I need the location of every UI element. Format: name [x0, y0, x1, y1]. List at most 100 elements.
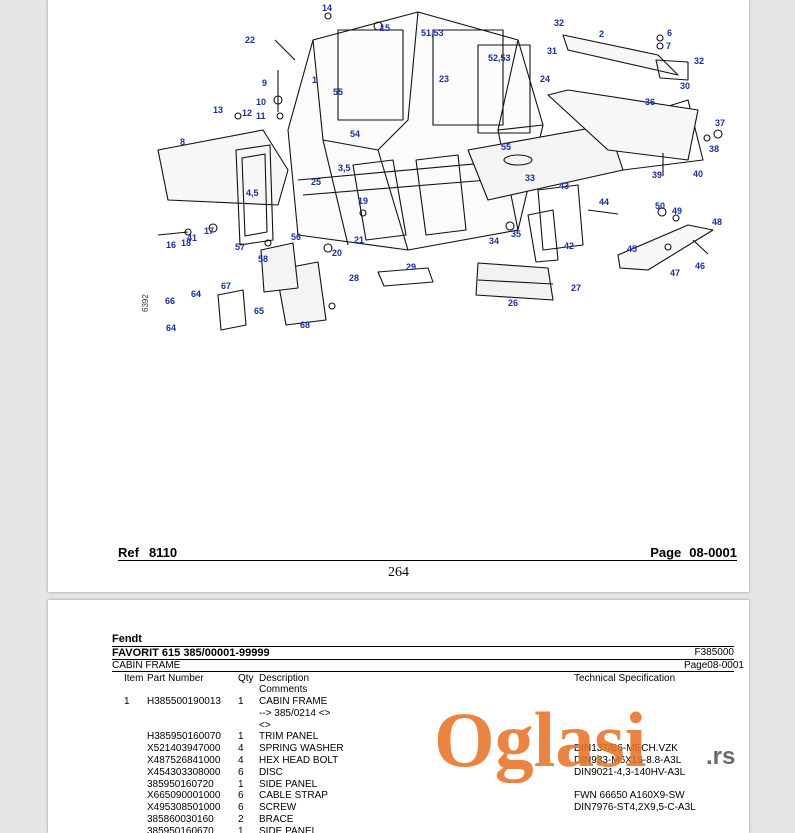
catalog-page-parts-list: Fendt FAVORIT 615 385/00001-99999 F38500…	[48, 600, 749, 833]
cell-qty: 1	[238, 826, 244, 833]
header-divider	[112, 671, 734, 672]
callout-label: 68	[300, 320, 311, 330]
callout-label: 36	[645, 97, 656, 107]
callout-label: 67	[221, 281, 232, 291]
page-label-text: Page	[650, 545, 682, 560]
cell-item: 1	[124, 696, 130, 707]
column-header-comments: Comments	[259, 684, 308, 695]
page-number: 264	[388, 565, 409, 580]
callout-label: 65	[254, 306, 265, 316]
callout-label: 25	[311, 177, 322, 187]
callout-label: 32	[554, 18, 565, 28]
page-value: 08-0001	[689, 545, 737, 560]
figure-id: 6392	[141, 294, 150, 312]
callout-label: 2	[599, 29, 605, 39]
callout-label: 15	[380, 23, 391, 33]
callout-label: 55	[333, 87, 344, 97]
callout-label: 19	[358, 196, 369, 206]
callout-label: 20	[332, 248, 343, 258]
callout-label: 16	[166, 240, 177, 250]
cell-qty: 1	[238, 731, 244, 742]
callout-label: 33	[525, 173, 536, 183]
cell-description: CABIN FRAME	[259, 696, 328, 707]
cell-description: DISC	[259, 767, 283, 778]
cell-description: SCREW	[259, 802, 297, 813]
header-divider	[112, 659, 734, 660]
callout-label: 48	[712, 217, 723, 227]
cell-part-number: 385950160720	[147, 779, 214, 790]
callout-label: 49	[672, 206, 683, 216]
callout-label: 43	[559, 181, 570, 191]
column-header-item: Item	[124, 673, 144, 684]
watermark-brand: Oglasi	[434, 698, 646, 783]
cell-qty: 4	[238, 755, 244, 766]
callout-label: 29	[406, 262, 417, 272]
watermark-tld: .rs	[706, 743, 735, 770]
callout-label: 37	[715, 118, 726, 128]
document-code: F385000	[694, 647, 734, 658]
callout-label: 14	[322, 3, 333, 13]
cell-qty: 2	[238, 814, 244, 825]
cell-description: BRACE	[259, 814, 294, 825]
model-title: FAVORIT 615 385/00001-99999	[112, 647, 270, 659]
callout-label: 27	[571, 283, 582, 293]
callout-label: 10	[256, 97, 267, 107]
cell-spec: DIN933-M6X16-8.8-A3L	[574, 755, 682, 766]
callout-label: 1	[312, 75, 318, 85]
cell-qty: 1	[238, 779, 244, 790]
callout-label: 66	[165, 296, 176, 306]
callout-label: 51,53	[421, 28, 444, 38]
cell-part-number: X495308501000	[147, 802, 221, 813]
cell-qty: 6	[238, 802, 244, 813]
callout-label: 44	[599, 197, 610, 207]
callout-label: 4,5	[246, 188, 259, 198]
callout-label: 52,53	[488, 53, 511, 63]
column-header-spec: Technical Specification	[574, 673, 676, 684]
callout-label: 64	[166, 323, 177, 333]
ref-label-text: Ref	[118, 545, 139, 560]
watermark-logo: Oglasi .rs	[434, 698, 735, 783]
callout-label: 55	[501, 142, 512, 152]
column-header-qty: Qty	[238, 673, 254, 684]
cell-part-number: 385950160670	[147, 826, 214, 833]
callout-label: 12	[242, 108, 253, 118]
callout-label: 31	[547, 46, 558, 56]
callout-label: 50	[655, 201, 666, 211]
callout-label: 6	[667, 28, 673, 38]
cell-description: TRIM PANEL	[259, 731, 319, 742]
callout-label: 9	[262, 78, 268, 88]
cell-part-number: X454303308000	[147, 767, 221, 778]
cabin-exploded-diagram	[157, 11, 723, 331]
cell-description: CABLE STRAP	[259, 790, 328, 801]
cell-description: SIDE PANEL	[259, 826, 318, 833]
cell-description: <>	[259, 720, 271, 731]
cell-description: --> 385/0214 <>	[259, 708, 331, 719]
callout-label: 13	[213, 105, 224, 115]
cell-part-number: H385950160070	[147, 731, 221, 742]
cell-spec: FWN 66650 A160X9-SW	[574, 790, 685, 801]
callout-label: 7	[666, 41, 672, 51]
column-header-part-number: Part Number	[147, 673, 204, 684]
page-reference: Page08-0001	[683, 660, 744, 671]
callout-label: 24	[540, 74, 551, 84]
cell-qty: 6	[238, 767, 244, 778]
callout-label: 54	[350, 129, 361, 139]
callout-label: 35	[511, 229, 522, 239]
callout-label: 18	[181, 238, 192, 248]
cell-part-number: 385860030160	[147, 814, 214, 825]
cell-spec: DIN7976-ST4,2X9,5-C-A3L	[574, 802, 696, 813]
callout-label: 57	[235, 242, 246, 252]
callout-label: 56	[291, 232, 302, 242]
callout-label: 30	[680, 81, 691, 91]
section-title: CABIN FRAME	[112, 660, 181, 671]
cell-part-number: X521403947000	[147, 743, 221, 754]
cell-part-number: X487526841000	[147, 755, 221, 766]
column-header-description: Description	[259, 673, 310, 684]
ref-value: 8110	[148, 545, 178, 560]
cell-spec: DIN137/B6-MECH.VZK	[574, 743, 678, 754]
callout-label: 22	[245, 35, 256, 45]
header-divider	[112, 646, 734, 647]
callout-label: 11	[256, 111, 266, 121]
callout-label: 28	[349, 273, 360, 283]
cell-qty: 1	[238, 696, 244, 707]
